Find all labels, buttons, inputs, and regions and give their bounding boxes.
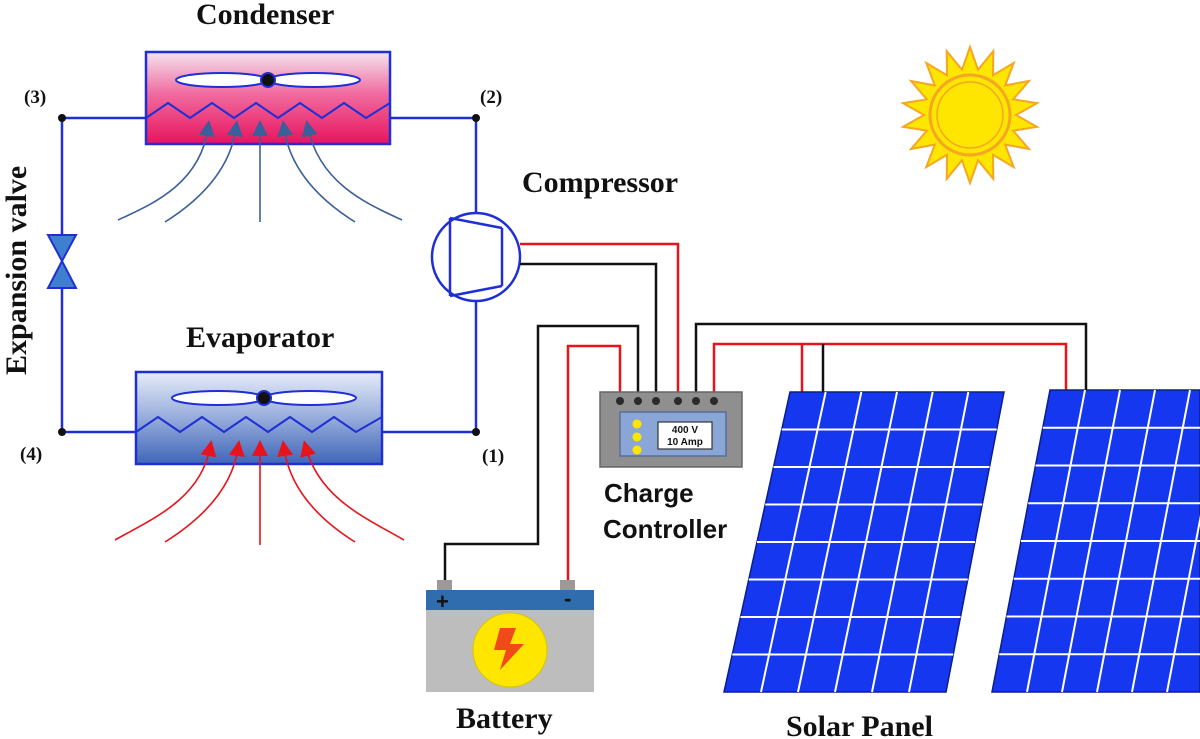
controller-display [657,421,713,450]
wiring [443,242,1088,584]
controller-voltage: 400 V [672,425,698,436]
solar-panel-label: Solar Panel [786,710,933,739]
condenser-label: Condenser [196,0,334,31]
expansion-valve-label: Expansion valve [0,166,33,375]
battery-positive-sign: + [436,589,449,614]
lightning-icon [494,628,524,670]
battery-label: Battery [456,702,553,735]
evaporator: Evaporator [114,321,405,545]
battery-negative-sign: - [564,586,571,611]
charge-controller-label-2: Controller [603,514,727,544]
battery-negative-terminal [560,580,575,590]
fan-icon [171,390,357,406]
evaporator-airflow [114,440,405,545]
solar-panel-2 [991,389,1200,693]
point-3-label: (3) [24,87,46,108]
condenser-box [144,50,392,146]
point-2-label: (2) [480,87,502,108]
compressor-label: Compressor [522,166,678,199]
condenser-coil [145,101,391,120]
point-1-label: (1) [482,446,504,467]
compressor [430,211,522,303]
solar-panel-1 [723,391,1005,693]
sun-icon [900,43,1040,187]
charge-controller: 400 V 10 Amp [599,391,743,468]
condenser-airflow [117,120,403,223]
evaporator-coil [135,415,383,434]
point-4-label: (4) [20,444,42,465]
controller-current: 10 Amp [667,437,703,448]
charge-controller-label-1: Charge [604,478,694,508]
condenser: Condenser [117,0,403,223]
expansion-valve [46,234,78,289]
terminal-row [616,397,718,405]
fan-icon [175,72,361,88]
battery: + - [426,580,594,692]
indicator-leds [632,419,642,455]
battery-positive-terminal [437,580,452,590]
evaporator-box [134,370,384,466]
evaporator-label: Evaporator [186,321,334,354]
loop-junctions [58,114,480,436]
